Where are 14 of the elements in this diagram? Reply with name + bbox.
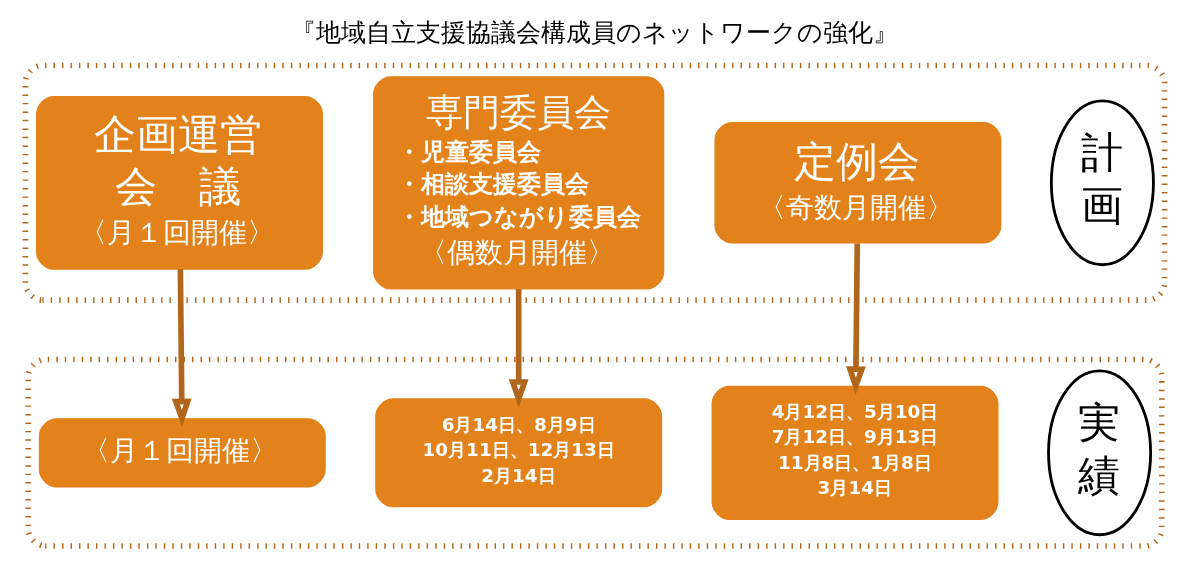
node-ellipse: 実績 <box>1047 369 1153 537</box>
arrow <box>508 289 529 408</box>
cluster <box>25 356 1165 549</box>
node-box: 専門委員会 ・児童委員会 ・相談支援委員会 ・地域つながり委員会 〈偶数月開催〉 <box>373 76 665 290</box>
node-ellipse: 計画 <box>1049 99 1155 267</box>
node-box: 企画運営 会 議 〈月１回開催〉 <box>36 95 323 270</box>
node-box: 4月12日、5月10日 7月12日、9月13日 11月8日、1月8日 3月14日 <box>711 385 999 520</box>
arrow <box>846 243 866 395</box>
diagram-title: 『地域自立支援協議会構成員のネットワークの強化』 <box>291 16 899 47</box>
node-box: 〈月１回開催〉 <box>38 418 326 488</box>
cluster <box>22 62 1168 303</box>
node-box: 定例会 〈奇数月開催〉 <box>714 122 1002 244</box>
arrow <box>171 269 192 427</box>
node-box: 6月14日、8月9日 10月11日、12月13日 2月14日 <box>375 398 663 508</box>
